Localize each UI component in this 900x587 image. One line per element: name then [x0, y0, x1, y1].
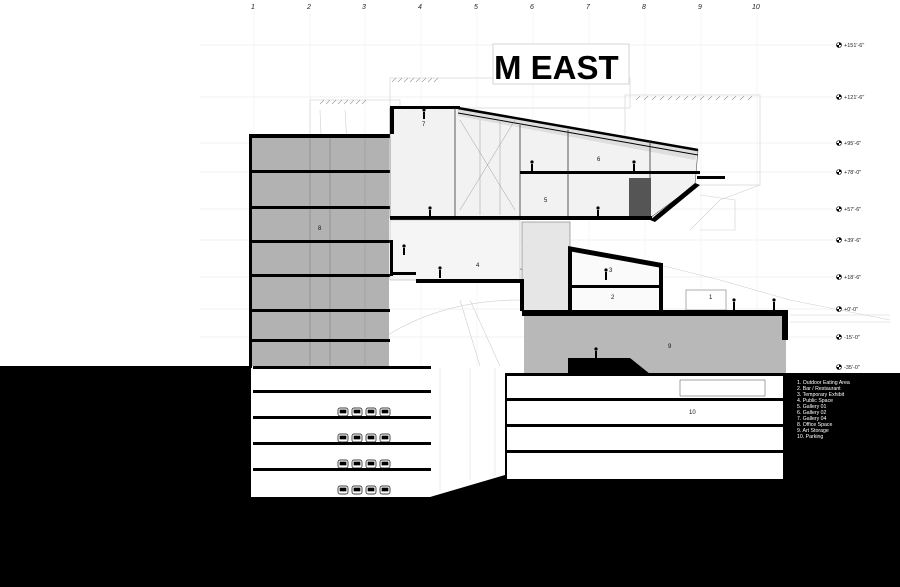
room-labels: 1 2 3 4 5 6 7 8 9 10: [318, 122, 713, 416]
car-icon: [351, 459, 363, 469]
person-icon: [530, 160, 534, 171]
roof-hatching: [319, 77, 753, 105]
person-icon: [438, 266, 442, 278]
person-icon: [428, 206, 432, 217]
car-icon: [365, 485, 377, 495]
legend-item: 4. Public Space: [797, 398, 833, 404]
elevation-label: +57'-6": [844, 207, 861, 213]
person-icon: [422, 108, 426, 119]
elevation-marker-icon: [836, 206, 842, 212]
car-icon: [351, 485, 363, 495]
grid-label: 9: [698, 4, 702, 11]
elevation-label: +39'-6": [844, 238, 861, 244]
person-icon: [596, 206, 600, 217]
elevation-marker-icon: [836, 42, 842, 48]
car-icon: [337, 407, 349, 417]
elevation-marker-icon: [836, 94, 842, 100]
legend-item: 1. Outdoor Eating Area: [797, 380, 850, 386]
office-tower: [249, 134, 459, 368]
restaurant-block: [568, 246, 727, 313]
person-icon: [402, 244, 406, 255]
car-icon: [337, 459, 349, 469]
grid-label: 6: [530, 4, 534, 11]
person-icon: [732, 298, 736, 310]
grid-label: 8: [642, 4, 646, 11]
grid-label: 7: [586, 4, 591, 11]
scale-figures: [402, 108, 776, 358]
car-icon: [379, 485, 391, 495]
elevation-label: +0'-0": [844, 307, 858, 313]
grid-label: 4: [418, 4, 422, 11]
car-icon: [379, 407, 391, 417]
elevation-marker-icon: [836, 140, 842, 146]
grid-label: 1: [251, 4, 255, 11]
room-label: 7: [422, 122, 426, 128]
elevation-marker-icon: [836, 334, 842, 340]
elevation-label: +18'-6": [844, 275, 861, 281]
core-and-escalator: [389, 219, 571, 313]
elevation-marker-icon: [836, 274, 842, 280]
legend-item: 3. Temporary Exhibit: [797, 392, 845, 398]
room-label: 8: [318, 226, 322, 232]
room-label: 10: [689, 410, 696, 416]
legend-item: 8. Office Space: [797, 422, 832, 428]
elevation-label: +95'-6": [844, 141, 861, 147]
room-label: 9: [668, 344, 672, 350]
grid-label: 10: [752, 4, 760, 11]
person-icon: [594, 347, 598, 358]
elevation-label: +78'-0": [844, 170, 861, 176]
room-label: 4: [476, 263, 480, 269]
person-icon: [604, 268, 608, 280]
legend-item: 7. Gallery 04: [797, 416, 827, 422]
car-icon: [365, 433, 377, 443]
elevation-marker-icon: [836, 364, 842, 370]
art-storage: [522, 310, 788, 374]
room-label: 1: [709, 295, 713, 301]
room-label: 3: [609, 268, 613, 274]
legend-item: 2. Bar / Restaurant: [797, 386, 841, 392]
person-icon: [772, 298, 776, 310]
car-icon: [379, 433, 391, 443]
legend-item: 10. Parking: [797, 434, 823, 440]
legend-item: 9. Art Storage: [797, 428, 829, 434]
legend-item: 6. Gallery 02: [797, 410, 827, 416]
room-label: 6: [597, 157, 601, 163]
car-icon: [365, 459, 377, 469]
car-icon: [365, 407, 377, 417]
gallery-volume: [389, 106, 725, 222]
elevation-marker-icon: [836, 306, 842, 312]
sign-text: M EAST: [494, 49, 619, 86]
elevation-markers: +151'-6" +121'-6" +95'-6" +78'-0" +57'-6…: [836, 42, 864, 371]
rooftop-sign: M EAST: [492, 43, 630, 86]
elevation-label: +121'-6": [844, 95, 864, 101]
car-icon: [351, 433, 363, 443]
car-icon: [379, 459, 391, 469]
legend-item: 5. Gallery 01: [797, 404, 827, 410]
grid-labels: 1 2 3 4 5 6 7 8 9 10: [251, 4, 760, 11]
car-icon: [351, 407, 363, 417]
car-icon: [337, 485, 349, 495]
legend: 1. Outdoor Eating Area 2. Bar / Restaura…: [797, 380, 850, 440]
parked-cars: [337, 407, 391, 495]
elevation-label: -35'-0": [844, 365, 860, 371]
person-icon: [632, 160, 636, 171]
elevation-marker-icon: [836, 169, 842, 175]
room-label: 2: [611, 295, 615, 301]
elevation-marker-icon: [836, 237, 842, 243]
parking-levels: [253, 366, 785, 496]
car-icon: [337, 433, 349, 443]
grid-label: 2: [306, 4, 311, 11]
grid-label: 5: [474, 4, 478, 11]
grid-label: 3: [362, 4, 366, 11]
elevation-label: +151'-6": [844, 43, 864, 49]
elevation-label: -15'-0": [844, 335, 860, 341]
room-label: 5: [544, 198, 548, 204]
